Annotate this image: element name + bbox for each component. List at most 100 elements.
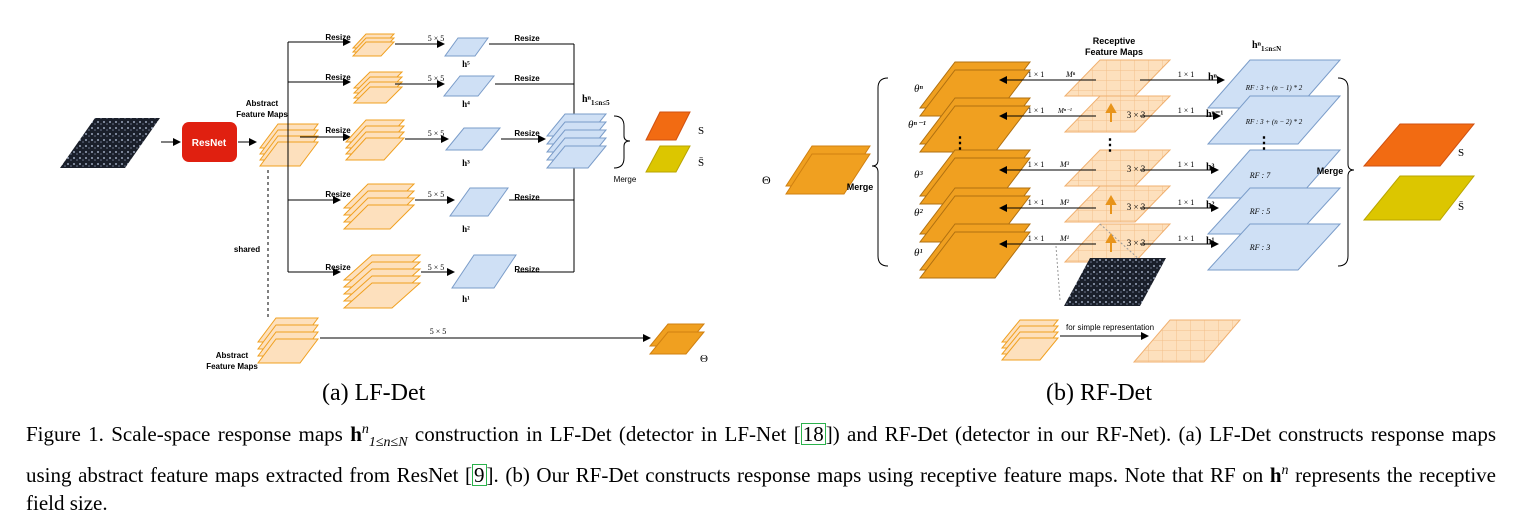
- svg-text:Resize: Resize: [514, 129, 540, 138]
- rf-det-diagram: Θ Merge θⁿ θⁿ⁻¹ θ³ θ² θ¹ ⋮ Receptive Fea…: [762, 36, 1476, 363]
- svg-text:θⁿ: θⁿ: [914, 83, 923, 95]
- h-merged-label: hⁿ1≤n≤5: [582, 94, 610, 107]
- lf-row-4: Resize 5 × 5 h⁴ Resize: [288, 71, 574, 109]
- svg-text:3 × 3: 3 × 3: [1127, 164, 1146, 174]
- svg-text:h⁴: h⁴: [462, 99, 470, 109]
- svg-text:Receptive: Receptive: [1093, 36, 1136, 46]
- lf-row-3: Resize 5 × 5 h³ Resize: [300, 119, 546, 168]
- svg-text:⋮: ⋮: [952, 135, 968, 152]
- citation-link-9[interactable]: 9: [472, 463, 487, 488]
- svg-text:M²: M²: [1059, 198, 1070, 207]
- svg-text:Resize: Resize: [514, 265, 540, 274]
- svg-text:θ¹: θ¹: [914, 247, 923, 259]
- svg-text:5 × 5: 5 × 5: [428, 74, 445, 83]
- lf-det-diagram: ResNet Abstract Feature Maps shared Resi…: [60, 33, 708, 371]
- svg-text:Merge: Merge: [847, 182, 874, 192]
- svg-text:Resize: Resize: [325, 33, 351, 42]
- caption-text-1: Figure 1. Scale-space response maps: [26, 422, 351, 446]
- svg-text:⋮: ⋮: [1102, 137, 1118, 154]
- svg-text:1 × 1: 1 × 1: [1028, 198, 1045, 207]
- svg-text:Resize: Resize: [514, 34, 540, 43]
- figure-caption: Figure 1. Scale-space response maps hn1≤…: [26, 422, 1497, 516]
- svg-text:Resize: Resize: [514, 74, 540, 83]
- svg-text:Θ: Θ: [762, 173, 771, 187]
- svg-text:1 × 1: 1 × 1: [1028, 160, 1045, 169]
- abstract-label-1: Abstract: [246, 99, 279, 108]
- lf-row-1: Resize 5 × 5 h¹ Resize: [288, 254, 574, 309]
- citation-link-18[interactable]: 18: [800, 422, 826, 446]
- rf-h-maps: [1206, 59, 1342, 271]
- lf-merge-label: Merge: [614, 175, 637, 184]
- abstract-feature-stack: [259, 123, 319, 167]
- svg-text:θⁿ⁻¹: θⁿ⁻¹: [908, 119, 926, 131]
- svg-text:hⁿ: hⁿ: [1208, 72, 1218, 83]
- rf-input-image: [1064, 258, 1166, 306]
- svg-text:hⁿ1≤n≤N: hⁿ1≤n≤N: [1252, 40, 1281, 53]
- figure-canvas: ResNet Abstract Feature Maps shared Resi…: [60, 33, 1476, 371]
- svg-text:5 × 5: 5 × 5: [428, 34, 445, 43]
- svg-text:RF : 3 + (n − 1) * 2: RF : 3 + (n − 1) * 2: [1245, 84, 1303, 92]
- svg-text:5 × 5: 5 × 5: [428, 129, 445, 138]
- svg-text:1 × 1: 1 × 1: [1178, 198, 1195, 207]
- svg-text:Θ: Θ: [700, 353, 708, 365]
- svg-text:h²: h²: [462, 224, 470, 234]
- svg-text:h³: h³: [462, 158, 470, 168]
- caption-math-h: h: [350, 422, 362, 446]
- svg-text:RF : 3: RF : 3: [1249, 243, 1270, 252]
- svg-text:hⁿ⁻¹: hⁿ⁻¹: [1206, 109, 1223, 120]
- svg-text:Feature Maps: Feature Maps: [1085, 47, 1143, 57]
- lf-row-2: Resize 5 × 5 h² Resize: [288, 183, 574, 234]
- rf-left-arrows: [999, 76, 1096, 248]
- svg-text:Resize: Resize: [325, 190, 351, 199]
- svg-text:Abstract: Abstract: [216, 351, 249, 360]
- subcaption-b: (b) RF-Det: [1046, 380, 1152, 406]
- svg-text:h¹: h¹: [1206, 236, 1215, 247]
- svg-text:M¹: M¹: [1059, 234, 1070, 243]
- svg-text:h¹: h¹: [462, 294, 470, 304]
- input-image: [60, 118, 160, 168]
- svg-text:RF : 3 + (n − 2) * 2: RF : 3 + (n − 2) * 2: [1245, 118, 1303, 126]
- theta-map-lf: [648, 323, 706, 355]
- svg-text:⋮: ⋮: [1256, 135, 1272, 152]
- svg-text:5 × 5: 5 × 5: [428, 190, 445, 199]
- svg-text:h⁵: h⁵: [462, 59, 470, 69]
- svg-text:1 × 1: 1 × 1: [1028, 70, 1045, 79]
- svg-text:Mⁿ⁻¹: Mⁿ⁻¹: [1057, 107, 1072, 115]
- svg-text:1 × 1: 1 × 1: [1178, 106, 1195, 115]
- svg-text:M³: M³: [1059, 160, 1070, 169]
- svg-text:Resize: Resize: [325, 126, 351, 135]
- subcaption-a: (a) LF-Det: [322, 380, 426, 406]
- svg-text:RF : 5: RF : 5: [1249, 207, 1270, 216]
- svg-text:1 × 1: 1 × 1: [1178, 234, 1195, 243]
- merged-stack: [545, 113, 608, 169]
- rf-right-arrows: [1140, 76, 1225, 248]
- svg-text:3 × 3: 3 × 3: [1127, 202, 1146, 212]
- svg-text:1 × 1: 1 × 1: [1178, 160, 1195, 169]
- svg-text:5 × 5: 5 × 5: [428, 263, 445, 272]
- svg-text:3 × 3: 3 × 3: [1127, 110, 1146, 120]
- receptive-grids: [1063, 59, 1172, 263]
- svg-text:S̄: S̄: [1458, 201, 1464, 213]
- simple-grid: [1132, 319, 1242, 363]
- abstract-label-2: Feature Maps: [236, 110, 288, 119]
- svg-text:θ²: θ²: [914, 207, 923, 219]
- theta-big-map: [785, 145, 871, 195]
- svg-text:Mⁿ: Mⁿ: [1065, 70, 1076, 79]
- svg-text:θ³: θ³: [914, 169, 923, 181]
- svg-text:for simple representation: for simple representation: [1066, 323, 1154, 332]
- s-map-lf: [645, 111, 691, 141]
- svg-text:Merge: Merge: [1317, 166, 1344, 176]
- s-map-rf: [1362, 123, 1476, 167]
- svg-text:S̄: S̄: [698, 157, 704, 169]
- svg-text:1 × 1: 1 × 1: [1028, 234, 1045, 243]
- svg-text:Resize: Resize: [325, 73, 351, 82]
- svg-text:1 × 1: 1 × 1: [1028, 106, 1045, 115]
- svg-text:Resize: Resize: [514, 193, 540, 202]
- svg-text:1 × 1: 1 × 1: [1178, 70, 1195, 79]
- svg-text:S: S: [698, 125, 704, 137]
- shared-label: shared: [234, 245, 260, 254]
- s-bar-map-rf: [1362, 175, 1476, 221]
- resnet-box: [182, 122, 237, 162]
- simple-stack: [1000, 319, 1060, 361]
- svg-text:3 × 3: 3 × 3: [1127, 238, 1146, 248]
